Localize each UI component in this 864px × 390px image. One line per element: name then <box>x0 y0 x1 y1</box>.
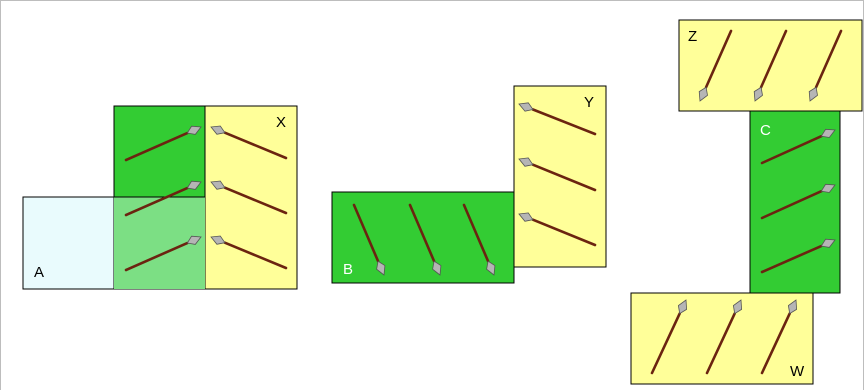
label-y: Y <box>584 94 594 111</box>
label-b: B <box>343 261 353 278</box>
label-c: C <box>760 122 771 139</box>
label-a: A <box>34 264 44 281</box>
label-z: Z <box>688 28 697 45</box>
label-x: X <box>276 114 286 131</box>
label-w: W <box>790 363 805 380</box>
